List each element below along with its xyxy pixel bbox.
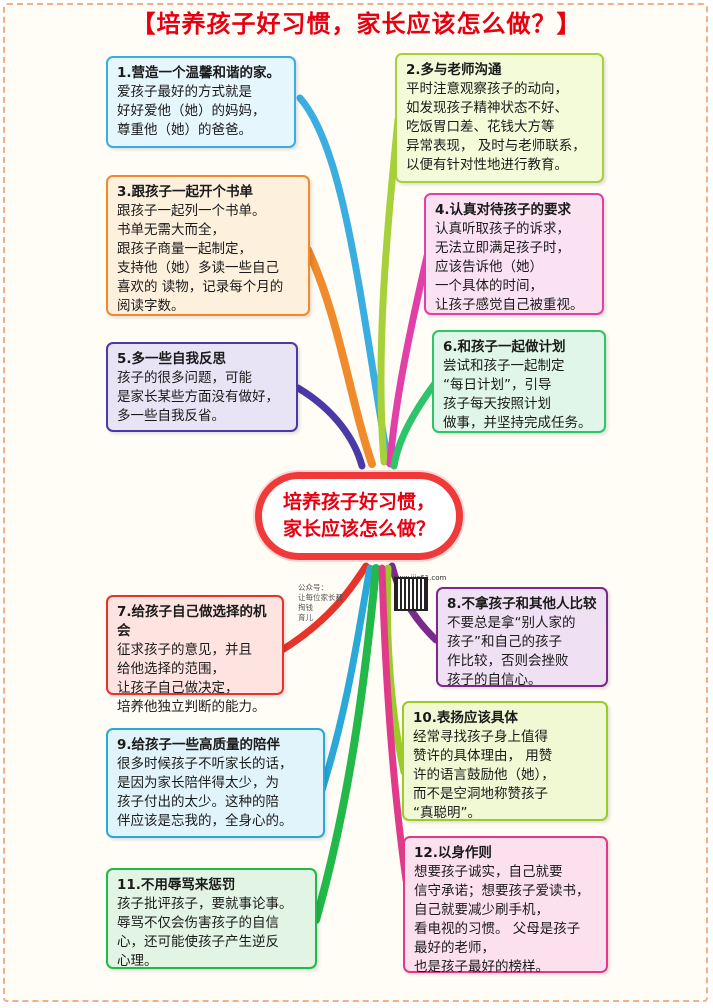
branch-7 <box>278 562 370 654</box>
branch-3 <box>304 246 376 468</box>
tip-body: 征求孩子的意见，并且 给他选择的范围， 让孩子自己做决定， 培养他独立判断的能力… <box>117 642 266 715</box>
tip-title: 7.给孩子自己做选择的机会 <box>117 604 267 639</box>
tip-title: 9.给孩子一些高质量的陪伴 <box>117 737 281 753</box>
branch-5 <box>294 384 366 470</box>
qr-code-icon <box>394 577 428 611</box>
tip-body: 爱孩子最好的方式就是 好好爱他（她）的妈妈， 尊重他（她）的爸爸。 <box>117 84 266 138</box>
branch-11 <box>312 564 380 924</box>
branch-12 <box>378 564 410 884</box>
tip-title: 5.多一些自我反思 <box>117 351 227 367</box>
tip-body: 经常寻找孩子身上值得 赞许的具体理由， 用赞 许的语言鼓励他（她）， 而不是空洞… <box>413 729 555 821</box>
tip-box-7: 7.给孩子自己做选择的机会 征求孩子的意见，并且 给他选择的范围， 让孩子自己做… <box>106 595 284 715</box>
tip-box-9: 9.给孩子一些高质量的陪伴 很多时候孩子不听家长的话， 是因为家长陪伴得太少，为… <box>106 728 325 838</box>
tip-body: 不要总是拿“别人家的 孩子”和自己的孩子 作比较，否则会挫败 孩子的自信心。 <box>447 615 576 688</box>
tip-body: 想要孩子诚实，自己就要 信守承诺；想要孩子爱读书， 自己就要减少刷手机， 看电视… <box>414 864 590 975</box>
tip-body: 跟孩子一起列一个书单。 书单无需大而全， 跟孩子商量一起制定， 支持他（她）多读… <box>117 203 284 314</box>
branch-6 <box>390 378 440 470</box>
branch-2 <box>377 116 402 466</box>
central-topic: 培养孩子好习惯， 家长应该怎么做？ <box>255 472 463 560</box>
tip-title: 2.多与老师沟通 <box>406 62 502 78</box>
tip-title: 3.跟孩子一起开个书单 <box>117 184 254 200</box>
tip-box-11: 11.不用辱骂来惩罚 孩子批评孩子，要就事论事。 辱骂不仅会伤害孩子的自信 心，… <box>106 868 317 969</box>
watermark-text: 公众号： 让每位家长都 掏钱 育儿 <box>298 583 343 622</box>
tip-body: 孩子批评孩子，要就事论事。 辱骂不仅会伤害孩子的自信 心，还可能使孩子产生逆反 … <box>117 896 293 969</box>
tip-box-8: 8.不拿孩子和其他人比较 不要总是拿“别人家的 孩子”和自己的孩子 作比较，否则… <box>436 587 608 688</box>
tip-title: 10.表扬应该具体 <box>413 710 518 726</box>
branch-4 <box>386 248 432 468</box>
tip-box-4: 4.认真对待孩子的要求 认真听取孩子的诉求， 无法立即满足孩子时， 应该告诉他（… <box>424 193 604 315</box>
tip-title: 12.以身作则 <box>414 845 492 861</box>
branch-9 <box>318 564 374 794</box>
tip-box-2: 2.多与老师沟通 平时注意观察孩子的动向， 如发现孩子精神状态不好、 吃饭胃口差… <box>395 53 604 183</box>
tip-body: 孩子的很多问题，可能 是家长某些方面没有做好， 多一些自我反省。 <box>117 370 279 424</box>
page-title: 【培养孩子好习惯，家长应该怎么做？】 <box>131 10 582 38</box>
tip-box-6: 6.和孩子一起做计划 尝试和孩子一起制定 “每日计划”，引导 孩子每天按照计划 … <box>432 330 606 433</box>
tip-box-5: 5.多一些自我反思 孩子的很多问题，可能 是家长某些方面没有做好， 多一些自我反… <box>106 342 298 432</box>
tip-box-3: 3.跟孩子一起开个书单 跟孩子一起列一个书单。 书单无需大而全， 跟孩子商量一起… <box>106 175 310 316</box>
tip-box-10: 10.表扬应该具体 经常寻找孩子身上值得 赞许的具体理由， 用赞 许的语言鼓励他… <box>402 701 608 821</box>
tip-title: 8.不拿孩子和其他人比较 <box>447 596 597 612</box>
tip-box-12: 12.以身作则 想要孩子诚实，自己就要 信守承诺；想要孩子爱读书， 自己就要减少… <box>403 836 608 975</box>
tip-title: 11.不用辱骂来惩罚 <box>117 877 236 893</box>
tip-body: 尝试和孩子一起制定 “每日计划”，引导 孩子每天按照计划 做事，并坚持完成任务。 <box>443 358 592 431</box>
tip-title: 6.和孩子一起做计划 <box>443 339 566 355</box>
tip-box-1: 1.营造一个温馨和谐的家。 爱孩子最好的方式就是 好好爱他（她）的妈妈， 尊重他… <box>106 56 296 148</box>
tip-body: 很多时候孩子不听家长的话， 是因为家长陪伴得太少，为 孩子付出的太少。这种的陪 … <box>117 756 293 829</box>
tip-body: 认真听取孩子的诉求， 无法立即满足孩子时， 应该告诉他（她） 一个具体的时间， … <box>435 221 584 313</box>
tip-title: 1.营造一个温馨和谐的家。 <box>117 65 281 81</box>
branch-1 <box>296 94 392 466</box>
tip-title: 4.认真对待孩子的要求 <box>435 202 572 218</box>
tip-body: 平时注意观察孩子的动向， 如发现孩子精神状态不好、 吃饭胃口差、花钱大方等 异常… <box>406 81 586 173</box>
